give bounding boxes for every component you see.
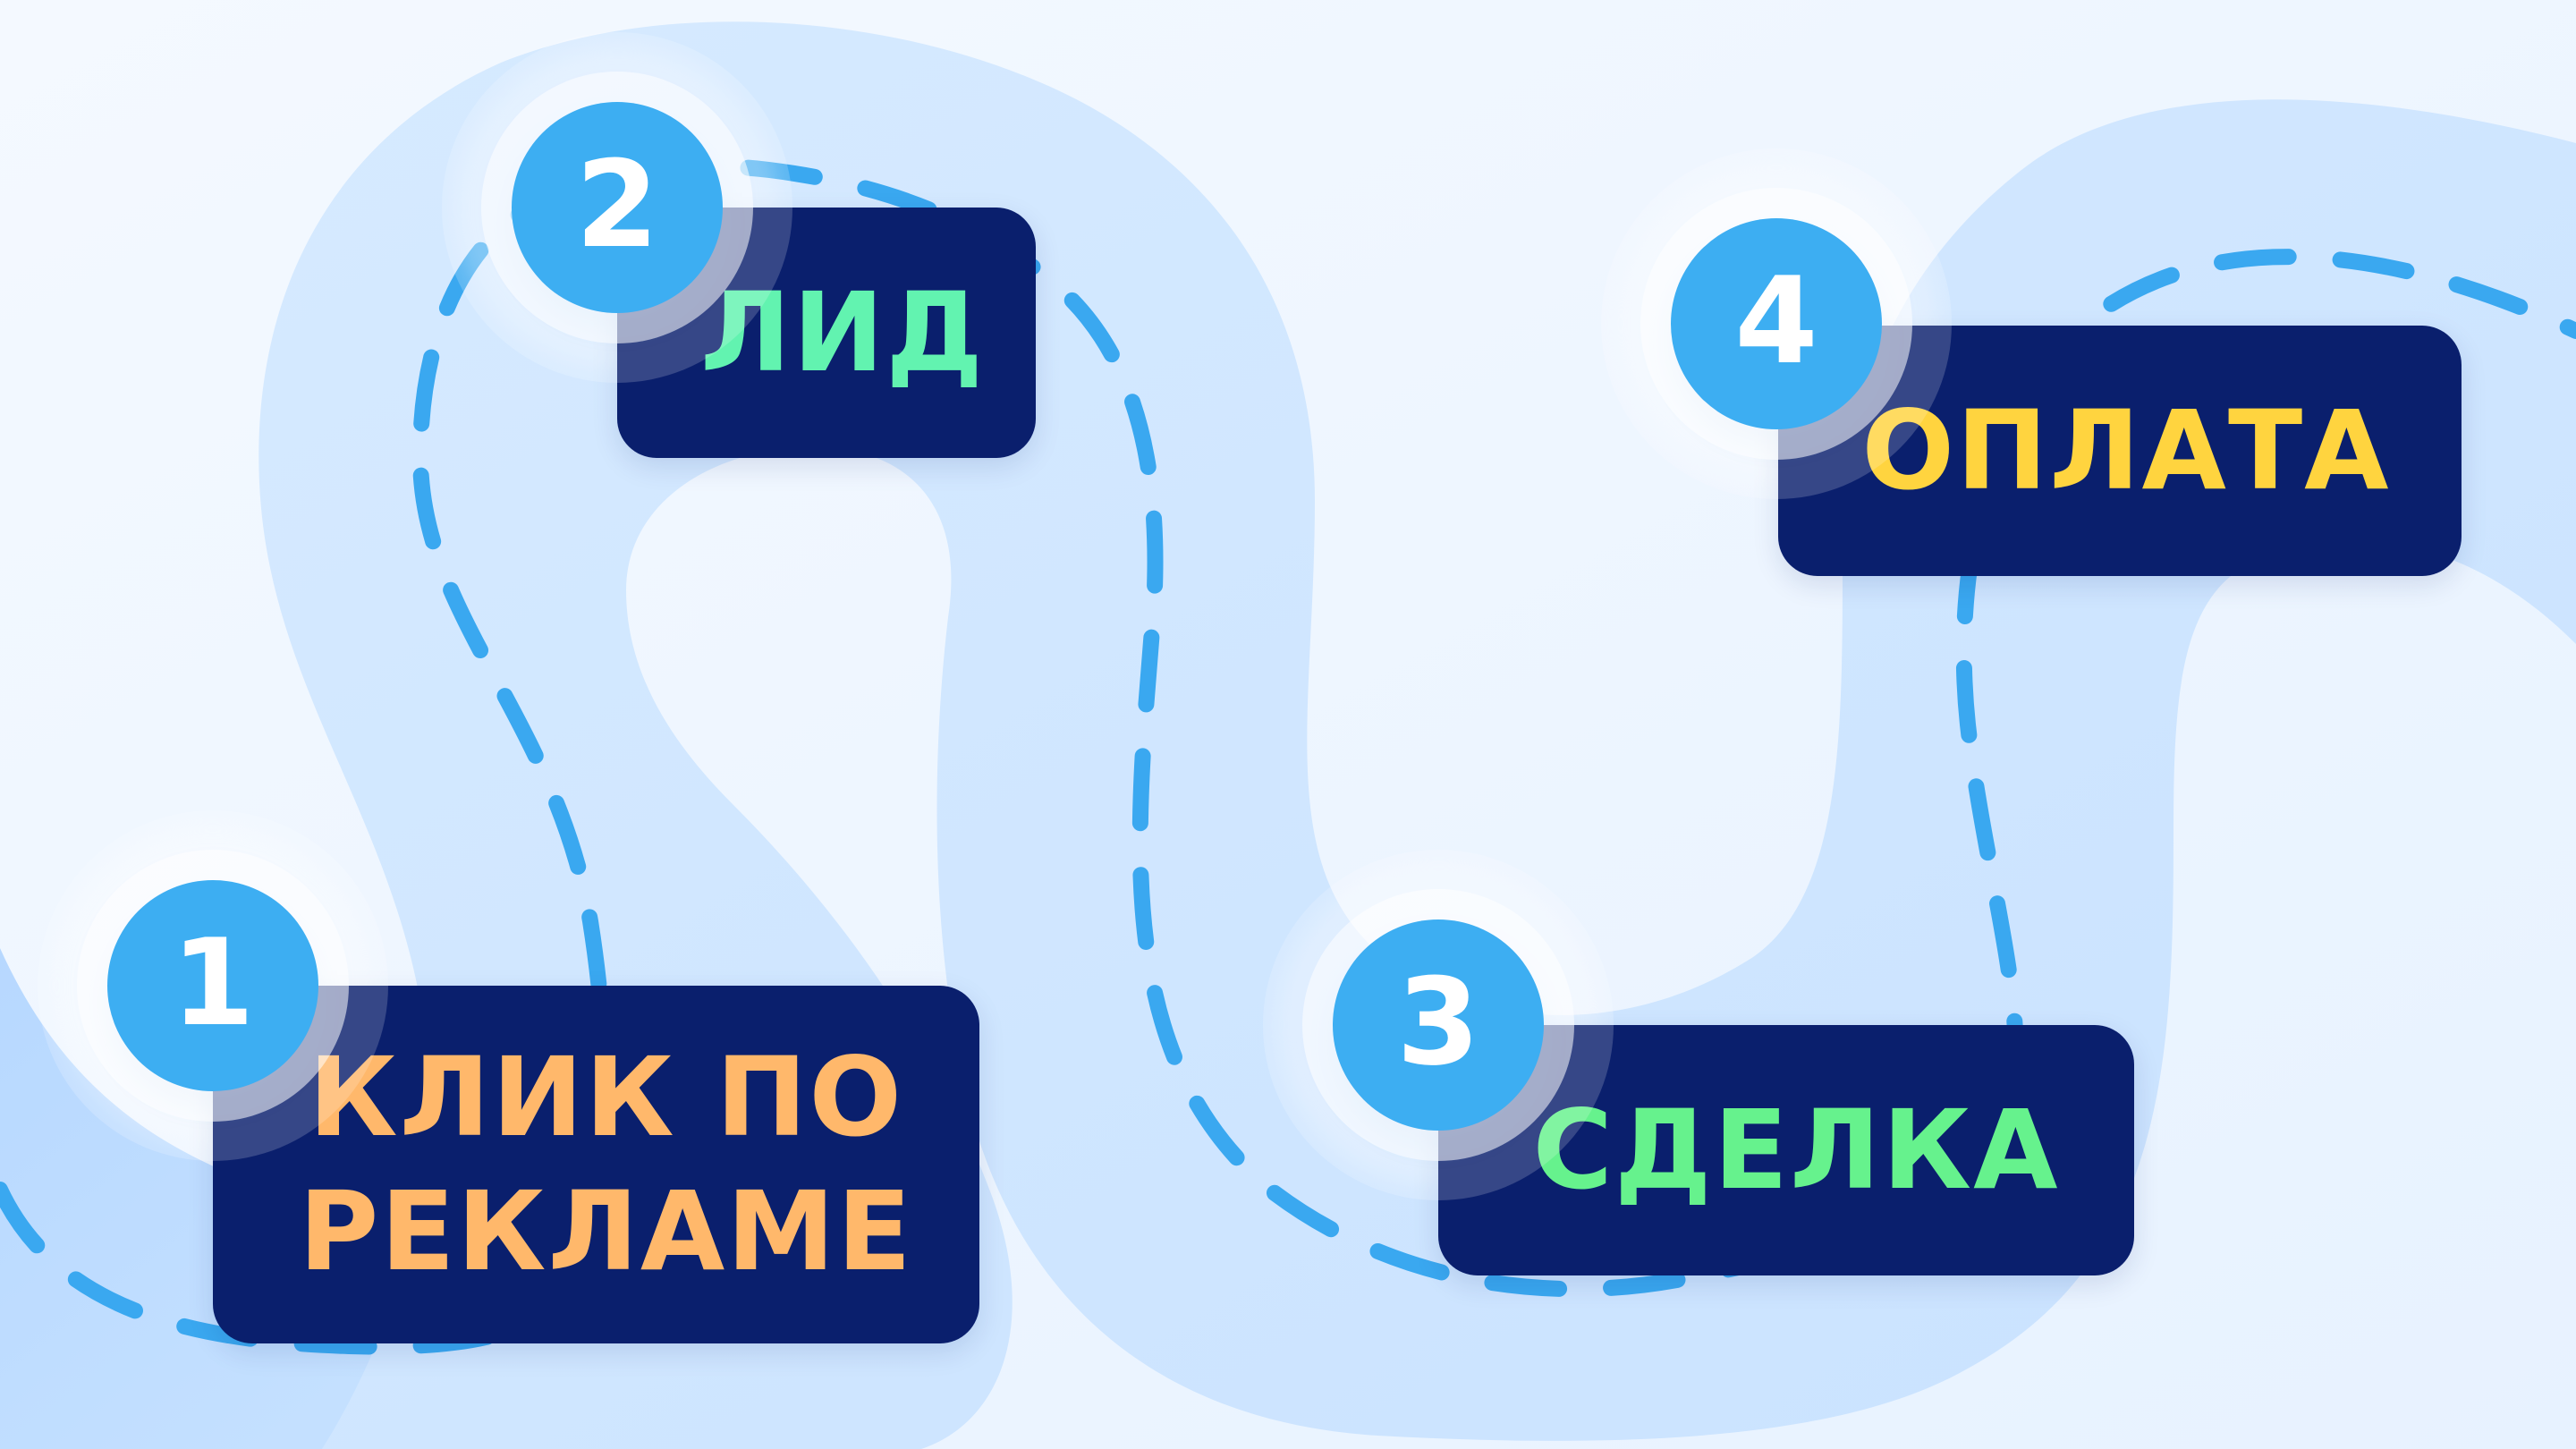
step-2-number: 2 <box>575 135 659 275</box>
step-3-number: 3 <box>1396 953 1480 1092</box>
step-3-badge: 3 <box>1333 919 1544 1131</box>
step-1-label-line-1: КЛИК ПО <box>308 1034 904 1161</box>
step-4-label-box: ОПЛАТА <box>1778 326 2462 576</box>
dashed-route-icon <box>0 158 2576 1355</box>
step-1-number: 1 <box>171 913 255 1053</box>
step-4-badge: 4 <box>1671 218 1882 429</box>
step-4-label-line-1: ОПЛАТА <box>1861 387 2391 514</box>
step-4-number: 4 <box>1734 251 1818 391</box>
step-1-label-line-2: РЕКЛАМЕ <box>299 1168 913 1295</box>
step-1-label-box: КЛИК ПО РЕКЛАМЕ <box>213 986 979 1343</box>
step-1-badge: 1 <box>107 880 318 1091</box>
step-3-label-box: СДЕЛКА <box>1438 1025 2134 1275</box>
step-2-badge: 2 <box>512 102 723 313</box>
step-3-label-line-1: СДЕЛКА <box>1532 1087 2060 1214</box>
step-2-label-line-1: ЛИД <box>699 269 986 396</box>
